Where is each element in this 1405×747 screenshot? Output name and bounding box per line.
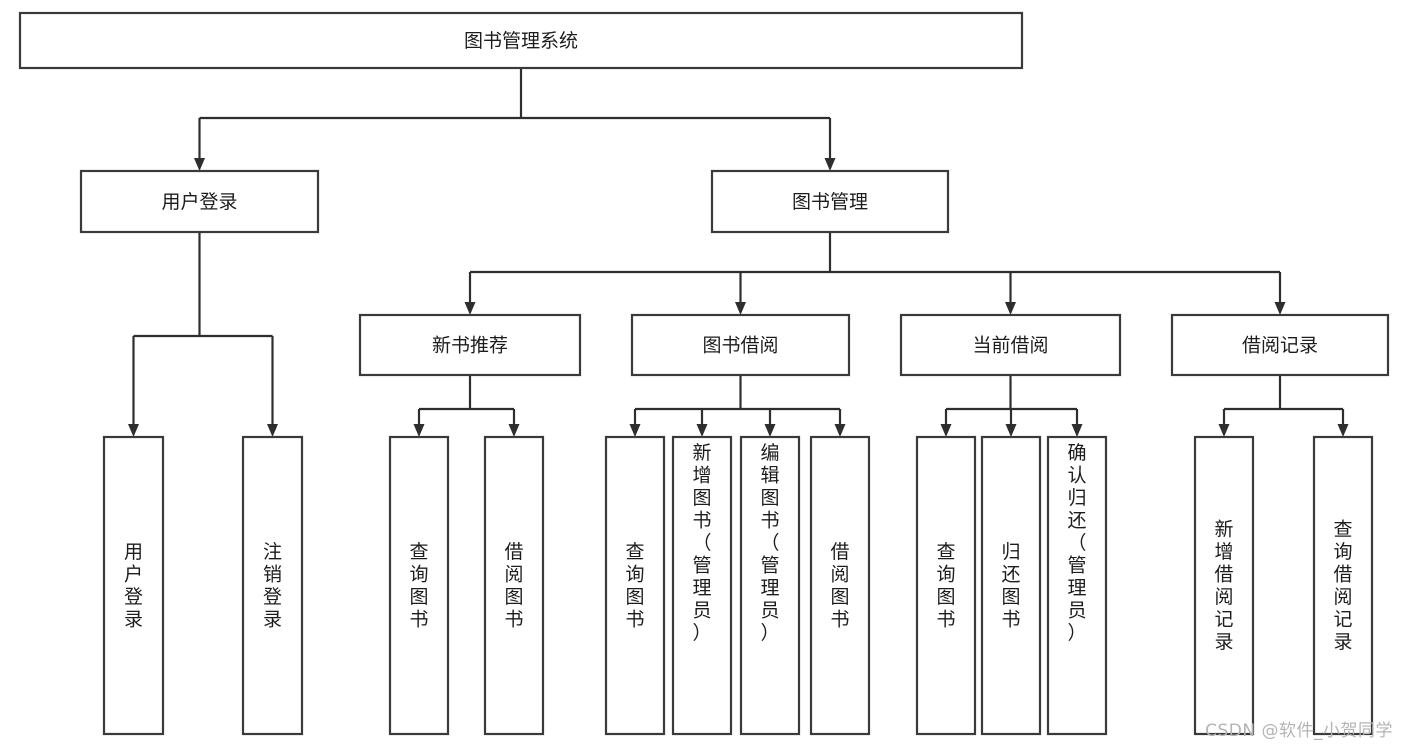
node-label: 新书推荐 [432,335,508,357]
node-label: 查询图书 [625,541,644,631]
node-label: 注销登录 [263,541,282,631]
node-box [241,435,304,736]
node-box [604,435,666,736]
node-box [1170,313,1390,377]
node-label: 图书管理 [792,191,868,213]
edges-from-root [194,68,836,171]
node-label: 用户登录 [161,191,237,213]
arrow-head-icon [1274,302,1286,315]
node-label: 新增借阅记录 [1214,519,1233,654]
node-label: 查询图书 [936,541,955,631]
node-leaf-borrow-add[interactable]: 新增图书（管理员） [671,435,733,736]
node-book-admin[interactable]: 图书管理 [710,169,950,234]
arrow-head-icon [1218,424,1230,437]
node-leaf-cur-query[interactable]: 查询图书 [915,435,977,736]
csdn-watermark: CSDN @软件_小贺同学 [1205,721,1393,741]
edges-from-current-borrow [940,375,1083,437]
node-leaf-borrow-query[interactable]: 查询图书 [604,435,666,736]
edges-from-new-book-rec [413,375,520,437]
node-box [388,435,450,736]
node-box [899,313,1122,377]
node-leaf-cur-return[interactable]: 归还图书 [980,435,1042,736]
node-label: 借阅图书 [830,541,849,631]
edges-from-user-login [128,232,278,437]
arrow-head-icon [413,424,425,437]
node-leaf-cur-confirm[interactable]: 确认归还（管理员） [1046,435,1108,736]
node-box [980,435,1042,736]
node-box [739,435,801,736]
arrow-head-icon [1005,424,1017,437]
node-label: 借阅图书 [504,541,523,631]
node-label: 当前借阅 [972,335,1048,357]
node-box [630,313,851,377]
node-leaf-borrow-lend[interactable]: 借阅图书 [809,435,871,736]
node-leaf-rec-add[interactable]: 新增借阅记录 [1193,435,1255,736]
node-label: 图书管理系统 [464,30,578,52]
node-box [102,435,165,736]
node-box [710,169,950,234]
arrow-head-icon [194,158,205,171]
node-box [1046,435,1108,736]
node-leaf-rec-query[interactable]: 查询图书 [388,435,450,736]
node-label: 编辑图书（管理员） [760,442,779,644]
node-label: 查询借阅记录 [1333,519,1352,654]
node-leaf-rec-search[interactable]: 查询借阅记录 [1312,435,1374,736]
node-leaf-user-login[interactable]: 用户登录 [102,435,165,736]
node-box [18,11,1024,70]
node-box [915,435,977,736]
arrow-head-icon [267,424,278,437]
edges-from-book-borrow [629,375,846,437]
arrow-head-icon [1337,424,1349,437]
arrow-head-icon [735,302,746,315]
edges-from-borrow-record [1218,375,1349,437]
node-leaf-rec-borrow[interactable]: 借阅图书 [483,435,545,736]
node-current-borrow[interactable]: 当前借阅 [899,313,1122,377]
node-book-borrow[interactable]: 图书借阅 [630,313,851,377]
arrow-head-icon [1005,302,1016,315]
node-box [809,435,871,736]
node-leaf-user-logout[interactable]: 注销登录 [241,435,304,736]
arrow-head-icon [696,424,708,437]
connector-layer [128,68,1349,437]
arrow-head-icon [834,424,846,437]
node-label: 图书借阅 [702,335,778,357]
node-label: 归还图书 [1001,541,1020,631]
node-box [1193,435,1255,736]
node-box [483,435,545,736]
arrow-head-icon [764,424,776,437]
node-label: 新增图书（管理员） [692,442,711,644]
node-new-book-rec[interactable]: 新书推荐 [358,313,582,377]
node-box [1312,435,1374,736]
arrow-head-icon [464,302,476,315]
edges-from-book-admin [464,232,1286,315]
node-borrow-record[interactable]: 借阅记录 [1170,313,1390,377]
node-box [671,435,733,736]
node-label: 借阅记录 [1242,335,1318,357]
node-box [79,169,320,234]
arrow-head-icon [508,424,520,437]
arrow-head-icon [824,158,836,171]
arrow-head-icon [940,424,952,437]
node-root-图书管理系统[interactable]: 图书管理系统 [18,11,1024,70]
arrow-head-icon [1071,424,1083,437]
node-user-login[interactable]: 用户登录 [79,169,320,234]
node-box [358,313,582,377]
node-layer: 图书管理系统用户登录图书管理新书推荐图书借阅当前借阅借阅记录用户登录注销登录查询… [18,11,1390,736]
arrow-head-icon [629,424,641,437]
arrow-head-icon [128,424,139,437]
node-leaf-borrow-edit[interactable]: 编辑图书（管理员） [739,435,801,736]
node-label: 查询图书 [409,541,428,631]
node-label: 用户登录 [124,541,143,631]
node-label: 确认归还（管理员） [1067,442,1086,644]
